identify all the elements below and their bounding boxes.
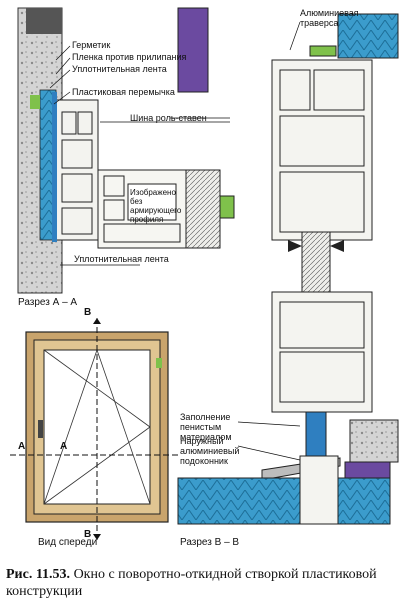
section-aa-title: Разрез А – А [18,297,78,308]
section-aa-drawing [17,7,235,294]
marker-a-left: А [18,441,26,452]
label-seal-tape-top: Уплотнительная лента [72,64,167,74]
marker-a-right: А [60,441,68,452]
front-view-title: Вид спереди [38,537,98,548]
figure-caption: Рис. 11.53. Окно с поворотно-откидной ст… [6,566,398,600]
section-bb-title: Разрез В – В [180,537,240,548]
label-alu-traverse: Алюминиевая траверса [300,8,359,28]
purple-panel [177,7,209,93]
leader-lines [49,21,301,461]
front-view-window [10,318,180,540]
label-foam-fill: Заполнение пенистым материалом [180,412,232,442]
marker-b-top: В [84,307,92,318]
label-film: Пленка против прилипания [72,52,187,62]
label-shutter-rail: Шина роль-ставен [130,113,207,123]
label-hermetic: Герметик [72,40,111,50]
caption-number: Рис. 11.53. [6,567,71,582]
section-bb-drawing [177,13,399,525]
label-seal-tape-bottom: Уплотнительная лента [74,254,169,264]
label-alu-sill: Наружный алюминиевый подоконник [180,436,240,466]
label-no-reinforce: Изображено без армирующего профиля [130,188,182,224]
caption-text: Окно с поворотно-откидной створкой пласт… [6,567,377,599]
label-plastic-bridge: Пластиковая перемычка [72,87,175,97]
marker-b-bottom: В [84,529,92,540]
